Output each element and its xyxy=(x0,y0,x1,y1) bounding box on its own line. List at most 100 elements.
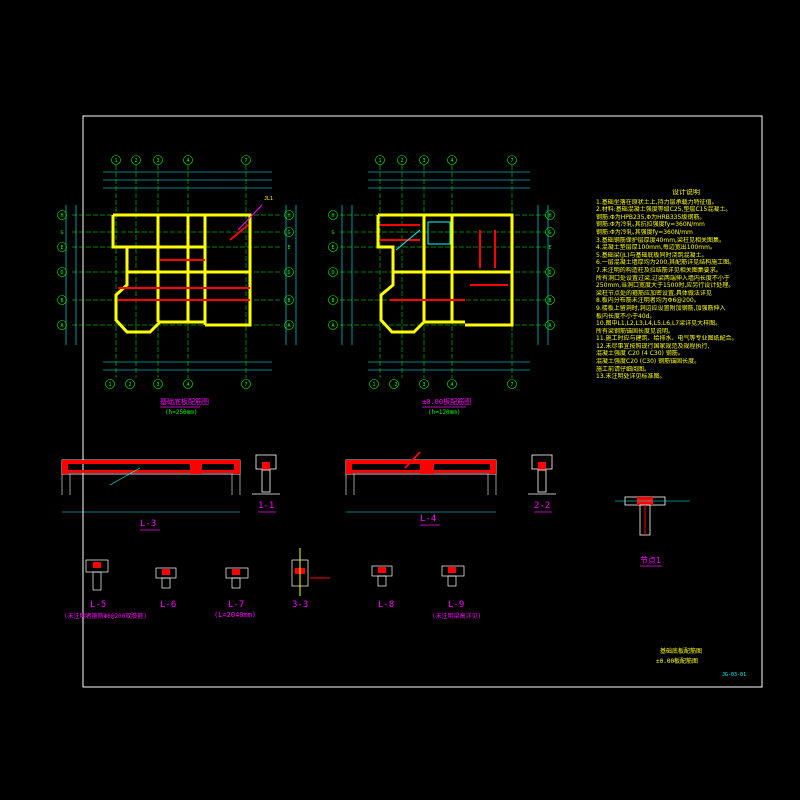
sheet-border xyxy=(82,115,763,688)
detail-node-1 xyxy=(615,496,690,536)
title-block-sheet-no: JG-03-01 xyxy=(722,672,747,678)
grid-axis-label: 2 xyxy=(400,158,403,164)
design-note-item: 6.一层混凝土墙厚均为200,其配筋详见结构施工图。 xyxy=(596,259,736,267)
design-note-item: 10.图中L1,L2,L3,L4,L5,L6,L7梁详见大样图。 xyxy=(596,320,722,328)
left-plan-title: 基础底板配筋图 xyxy=(160,398,209,406)
grid-axis-label: H xyxy=(60,213,63,219)
section-label-l3: L-3 xyxy=(140,519,157,529)
grid-axis-label: D xyxy=(548,270,551,276)
design-note-item: 4.混凝土垫层厚100mm,每边宽出100mm。 xyxy=(596,244,716,252)
grid-axis-label: D xyxy=(331,270,334,276)
grid-axis-label: 7 xyxy=(244,382,247,388)
design-note-item: 8.板内分布筋未注明者均为Φ6@200。 xyxy=(596,297,700,305)
grid-axis-label: 4 xyxy=(186,158,189,164)
grid-axis-label: B xyxy=(287,298,290,304)
beam-l3-elevation xyxy=(61,459,241,513)
section-label-l8: L-8 xyxy=(378,600,395,610)
grid-axis-label: 1 xyxy=(378,158,381,164)
design-note-item: 所有梁钢筋锚固长度见说明。 xyxy=(596,327,675,335)
design-note-item: 钢筋:Φ为HPB235,Φ为HRB335级钢筋。 xyxy=(596,213,706,221)
design-note-item: 施工前请仔细阅图。 xyxy=(596,365,651,373)
design-note-item: 5.基础梁(JL)与基础底板同时浇筑混凝土。 xyxy=(596,251,708,259)
grid-axis-label: 1 xyxy=(372,382,375,388)
section-note-l7: (L=2040mm) xyxy=(214,611,257,619)
design-note-item: 13.未注明处详见标准图。 xyxy=(596,373,666,381)
detail-label: 节点1 xyxy=(640,556,661,565)
section-label-l7: L-7 xyxy=(228,600,245,610)
design-notes-title: 设计说明 xyxy=(672,189,700,196)
grid-axis-label: H xyxy=(331,213,334,219)
grid-axis-label: G xyxy=(331,230,334,236)
section-1-1 xyxy=(252,454,280,495)
grid-axis-label: 7 xyxy=(510,382,513,388)
design-note-item: 12.未尽事宜按照现行国家规范及规程执行, xyxy=(596,342,710,350)
grid-axis-label: 1 xyxy=(114,158,117,164)
grid-axis-label: B xyxy=(331,298,334,304)
grid-axis-label: 4 xyxy=(186,382,189,388)
design-note-item: 9.楼板上留洞时,洞边应设置附加钢筋,加强筋伸入 xyxy=(596,304,726,312)
section-label-2-2: 2-2 xyxy=(534,501,551,511)
grid-axis-label: 3 xyxy=(156,158,159,164)
design-note-item: 混凝土强度 C20 (4 C30) 钢筋。 xyxy=(596,350,684,358)
grid-axis-label: A xyxy=(331,323,334,329)
grid-axis-label: 3 xyxy=(422,382,425,388)
grid-axis-label: D xyxy=(60,270,63,276)
grid-axis-label: G xyxy=(60,230,63,236)
svg-text:JL1: JL1 xyxy=(264,196,273,202)
design-note-item: 2.材料:基础混凝土强度等级C25,垫层C15混凝土。 xyxy=(596,206,732,214)
right-plan-title: ±0.00板配筋图 xyxy=(422,398,472,406)
section-label-l5: L-5 xyxy=(90,600,107,610)
design-notes: 设计说明 1.基础坐落在原状土上,持力层承载力特征值。2.材料:基础混凝土强度等… xyxy=(596,189,746,381)
design-note-item: 7.未注明的构造柱及拉结筋详见相关图集要求。 xyxy=(596,266,722,274)
grid-axis-label: H xyxy=(548,213,551,219)
design-note-item: 250mm,当洞口宽度大于1500时,应另行设计处理。 xyxy=(596,282,735,290)
section-note-l9: (未注明梁高详见) xyxy=(432,613,482,620)
grid-axis-label: B xyxy=(548,298,551,304)
grid-axis-label: E xyxy=(287,245,290,251)
design-note-item: 所有洞口处设置过梁,过梁两端伸入墙内长度不小于 xyxy=(596,274,730,282)
grid-axis-label: 7 xyxy=(510,158,513,164)
grid-axis-label: B xyxy=(60,298,63,304)
grid-axis-label: E xyxy=(60,245,63,251)
grid-axis-label: 4 xyxy=(450,158,453,164)
grid-axis-label: 3 xyxy=(422,158,425,164)
section-label-l9: L-9 xyxy=(448,600,465,610)
grid-axis-label: D xyxy=(287,270,290,276)
grid-axis-label: A xyxy=(548,323,551,329)
right-plan-scale: (h=120mm) xyxy=(428,409,461,416)
grid-axis-label: E xyxy=(331,245,334,251)
grid-axis-label: 3 xyxy=(156,382,159,388)
title-block-line2: ±0.00板配筋图 xyxy=(656,658,699,665)
title-block-line1: 基础底板配筋图 xyxy=(660,648,703,655)
section-label-3-3: 3-3 xyxy=(292,600,309,610)
design-note-item: 梁柱节点处的箍筋应加密设置,具体做法详见 xyxy=(596,289,712,297)
grid-axis-label: G xyxy=(548,230,551,236)
section-note-l5: (未注明者箍筋Φ6@200双肢箍) xyxy=(64,613,147,620)
design-note-item: 板内长度不小于40d。 xyxy=(596,312,656,320)
grid-axis-label: A xyxy=(60,323,63,329)
grid-axis-label: E xyxy=(548,245,551,251)
design-note-item: 钢筋:Φ为冷轧,其强度fy=360N/mm xyxy=(596,228,693,236)
section-label-l6: L-6 xyxy=(160,600,177,610)
grid-axis-label: G xyxy=(287,230,290,236)
design-note-item: 1.基础坐落在原状土上,持力层承载力特征值。 xyxy=(596,198,718,206)
section-label-1-1: 1-1 xyxy=(258,501,275,511)
grid-axis-label: 4 xyxy=(450,382,453,388)
design-note-item: 3.基础钢筋保护层厚度40mm,梁柱见相关图集。 xyxy=(596,236,725,244)
grid-axis-label: A xyxy=(287,323,290,329)
design-note-item: 钢筋:Φ为冷轧,其抗拉强度fy=360N/mm xyxy=(596,221,705,229)
section-2-2 xyxy=(528,454,556,495)
beam-l4-elevation xyxy=(345,451,497,513)
design-note-item: 11.施工时应与建筑、给排水、电气等专业图纸配合。 xyxy=(596,335,738,343)
grid-axis-label: 2 xyxy=(394,382,397,388)
section-label-l4: L-4 xyxy=(420,514,437,524)
design-note-item: 混凝土强度C20 (C30) 钢筋锚固长度。 xyxy=(596,358,701,366)
grid-axis-label: 7 xyxy=(244,158,247,164)
grid-axis-label: H xyxy=(287,213,290,219)
grid-axis-label: 2 xyxy=(134,158,137,164)
grid-axis-label: 2 xyxy=(128,382,131,388)
left-plan-scale: (h=250mm) xyxy=(165,409,198,416)
